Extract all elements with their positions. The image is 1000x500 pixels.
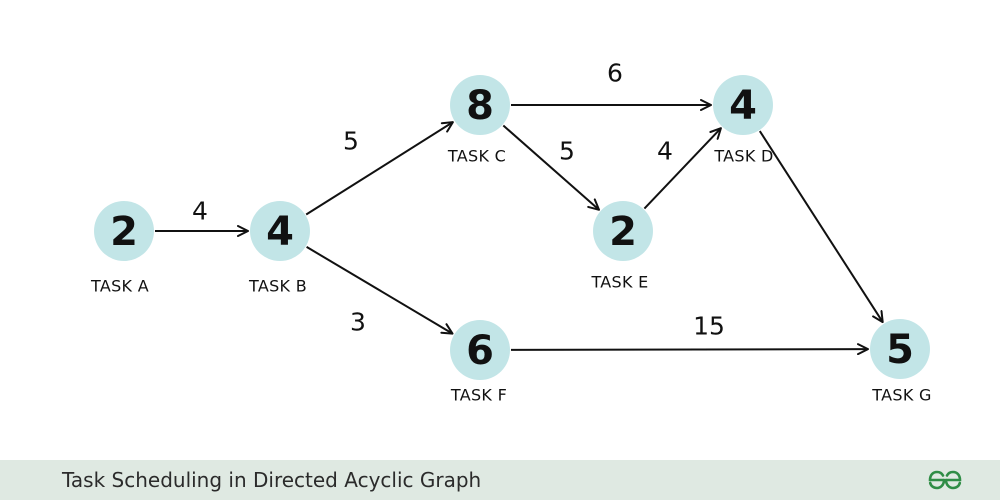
task-node-label-e: TASK E (590, 273, 648, 292)
task-node-circle-c (450, 75, 510, 135)
task-node-value-f: 6 (466, 328, 494, 374)
edge-weight-e-d: 4 (657, 137, 673, 166)
task-node-value-d: 4 (729, 83, 757, 129)
edge-weight-b-c: 5 (343, 127, 359, 156)
task-node-circle-g (870, 319, 930, 379)
task-node-label-a: TASK A (90, 277, 149, 296)
task-node-label-b: TASK B (248, 277, 307, 296)
geeksforgeeks-logo-icon (928, 470, 962, 490)
task-node-label-d: TASK D (713, 147, 773, 166)
task-node-circle-f (450, 320, 510, 380)
task-node-value-e: 2 (609, 209, 637, 255)
edge-arrow-b-c (305, 121, 454, 216)
task-node-circle-e (593, 201, 653, 261)
edge-weight-c-e: 5 (559, 137, 575, 166)
task-node-circle-d (713, 75, 773, 135)
edge-arrow-d-g (758, 130, 884, 324)
edge-arrow-f-g (510, 343, 869, 356)
edge-weight-a-b: 4 (192, 197, 208, 226)
edge-arrow-b-f (306, 246, 454, 335)
edges-layer: 4 5 3 6 5 4 15 (155, 59, 884, 356)
edge-weight-f-g: 15 (693, 312, 725, 341)
edge-arrow-e-d (643, 127, 722, 210)
task-node-label-c: TASK C (447, 147, 506, 166)
task-node-label-g: TASK G (871, 386, 931, 405)
edge-weight-b-f: 3 (350, 308, 366, 337)
task-node-value-b: 4 (266, 209, 294, 255)
edge-arrow-c-e (502, 124, 600, 211)
footer-title: Task Scheduling in Directed Acyclic Grap… (62, 468, 482, 492)
task-node-label-f: TASK F (450, 386, 507, 405)
task-node-value-g: 5 (886, 327, 914, 373)
footer-bar: Task Scheduling in Directed Acyclic Grap… (0, 460, 1000, 500)
task-node-circle-a (94, 201, 154, 261)
task-node-value-c: 8 (466, 83, 494, 129)
edge-weight-c-d: 6 (607, 59, 623, 88)
task-node-circle-b (250, 201, 310, 261)
task-node-value-a: 2 (110, 209, 138, 255)
